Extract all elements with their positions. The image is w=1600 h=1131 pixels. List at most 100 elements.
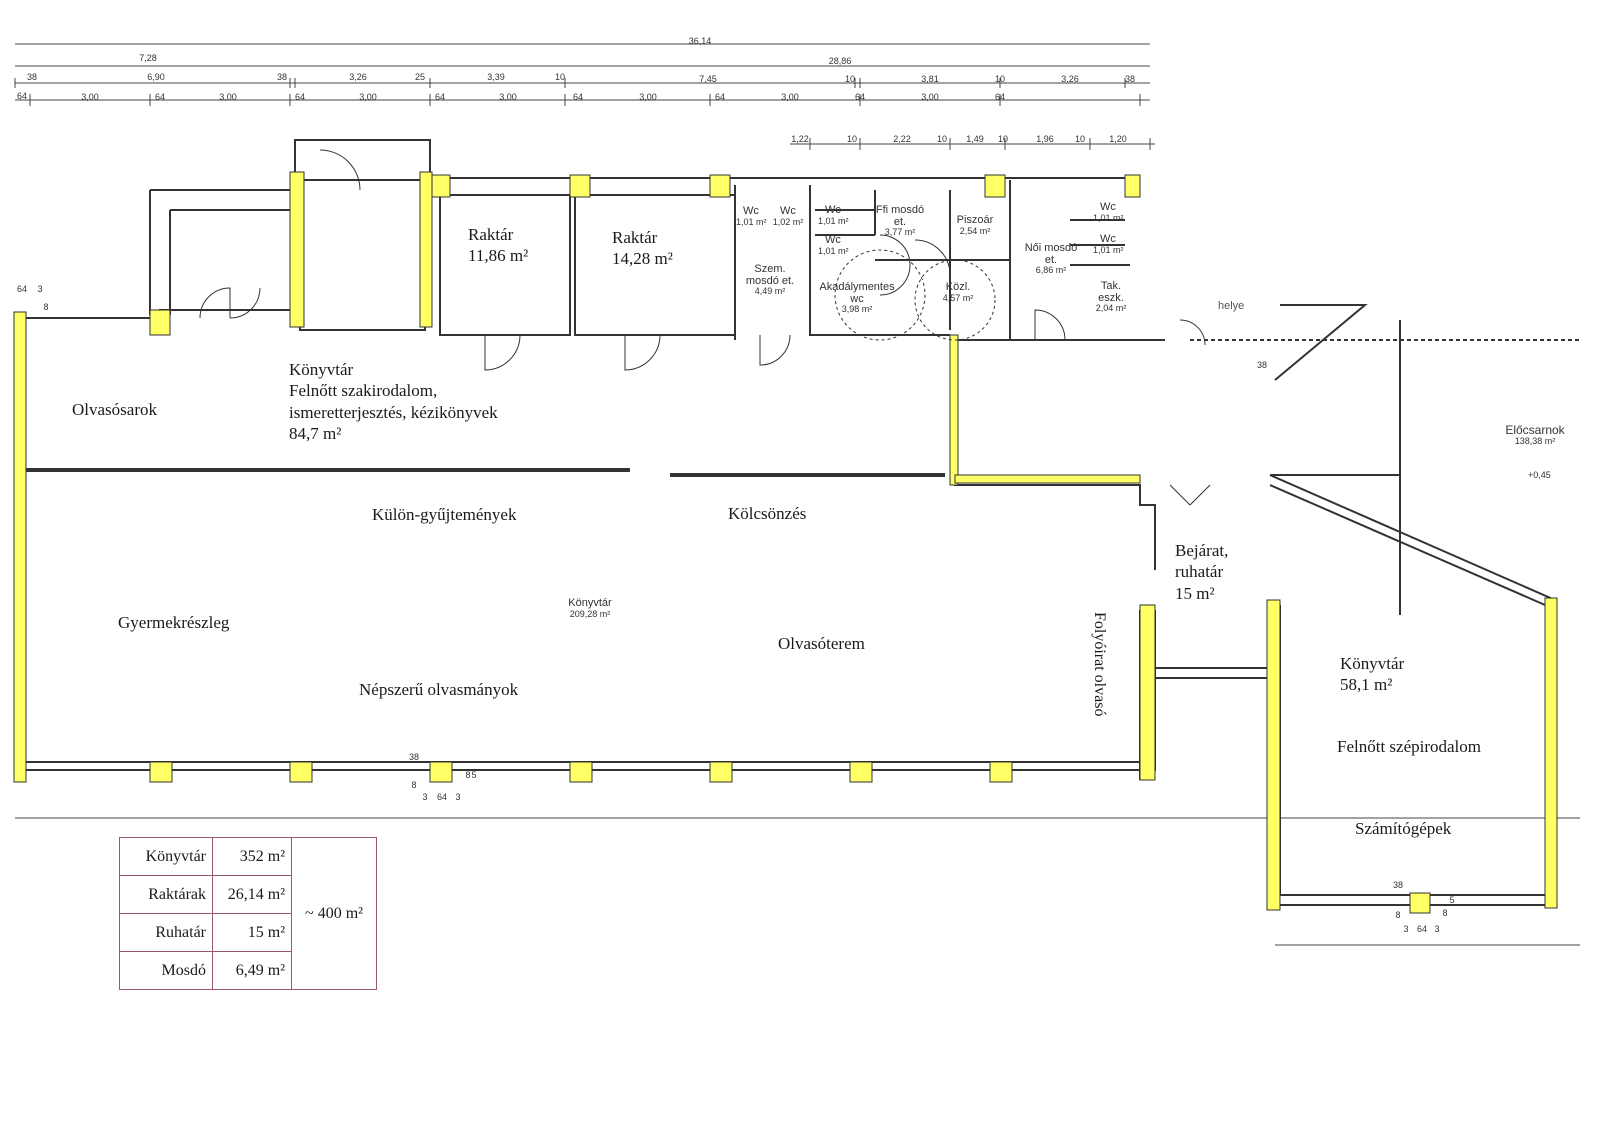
- table-cell-value: 15 m²: [212, 913, 292, 952]
- doors: [199, 149, 1211, 506]
- dim-label: 10: [844, 74, 856, 84]
- label-helye: helye: [1218, 300, 1245, 312]
- dim-label: 64: [994, 92, 1006, 102]
- label-gyermekreszleg: Gyermekrészleg: [118, 613, 230, 632]
- dim-label: 8: [1442, 908, 1448, 918]
- dim-label: 3: [455, 792, 461, 802]
- dim-label: 8: [411, 780, 417, 790]
- dim-label: 6,90: [147, 72, 165, 82]
- dim-label: 1,22: [791, 134, 809, 144]
- table-row: Mosdó 6,49 m²: [119, 951, 377, 990]
- room-konyvtar-right: Könyvtár 58,1 m²: [1340, 654, 1405, 695]
- dim-label: 3,26: [1061, 74, 1079, 84]
- dim-label: 64: [1416, 924, 1428, 934]
- dim-label: 7,45: [699, 74, 717, 84]
- dim-label: 3,00: [219, 92, 237, 102]
- dim-label: 3,00: [639, 92, 657, 102]
- dim-label: 64: [572, 92, 584, 102]
- dim-label: 8: [465, 770, 471, 780]
- dim-label: 3,00: [499, 92, 517, 102]
- dim-label: 38: [408, 752, 420, 762]
- table-row: Könyvtár 352 m² ~ 400 m²: [119, 837, 377, 990]
- table-cell-name: Mosdó: [119, 951, 213, 990]
- dim-label: 64: [434, 92, 446, 102]
- dim-label: 38: [26, 72, 38, 82]
- dim-label: 10: [1074, 134, 1086, 144]
- dim-label: 64: [714, 92, 726, 102]
- dim-label: 64: [16, 284, 28, 294]
- dim-label: 7,28: [139, 53, 157, 63]
- columns: [13, 171, 1558, 914]
- dim-label: 1,49: [966, 134, 984, 144]
- table-cell-name: Raktárak: [119, 875, 213, 914]
- table-cell-name: Könyvtár: [119, 837, 213, 876]
- room-bejarat-ruhatar: Bejárat, ruhatár 15 m²: [1175, 541, 1229, 603]
- dim-label: 10: [994, 74, 1006, 84]
- room-konyvtar-felnott-szakirodalom: Könyvtár Felnőtt szakirodalom, ismerette…: [289, 360, 498, 443]
- dim-label: 3,00: [81, 92, 99, 102]
- dim-label: 64: [294, 92, 306, 102]
- label-folyoirat-olvaso: Folyóirat olvasó: [1091, 612, 1108, 717]
- dim-label: 8: [1395, 910, 1401, 920]
- room-raktar-1: Raktár 11,86 m²: [468, 225, 529, 266]
- dim-label: 3,81: [921, 74, 939, 84]
- table-cell-total: ~ 400 m²: [291, 837, 377, 990]
- dim-label: 3: [1403, 924, 1409, 934]
- dim-label: 5: [1449, 895, 1455, 905]
- table-cell-value: 6,49 m²: [212, 951, 292, 990]
- dim-label: 3,00: [781, 92, 799, 102]
- dim-label: 2,22: [893, 134, 911, 144]
- dim-label: 28,86: [828, 56, 852, 66]
- label-felnott-szepirodalom: Felnőtt szépirodalom: [1337, 737, 1482, 756]
- dim-label: 3,00: [921, 92, 939, 102]
- dim-label: 3: [37, 284, 43, 294]
- room-szem-mosdo: Szem. mosdó et. 4,49 m²: [745, 263, 795, 297]
- room-raktar-2: Raktár 14,28 m²: [612, 228, 673, 269]
- dim-label: 10: [846, 134, 858, 144]
- label-nepszeru-olvasmanyok: Népszerű olvasmányok: [359, 680, 519, 699]
- dim-label: 1,96: [1036, 134, 1054, 144]
- label-szamitogepek: Számítógépek: [1355, 819, 1452, 838]
- dim-label: 64: [436, 792, 448, 802]
- dim-label: 64: [16, 91, 28, 101]
- room-konyvtar-main: Könyvtár 209,28 m²: [568, 597, 612, 619]
- dim-label: 3: [422, 792, 428, 802]
- dim-label: 3,39: [487, 72, 505, 82]
- room-ffi-mosdo: Ffi mosdó et. 3,77 m²: [875, 204, 925, 238]
- dim-label: 5: [471, 770, 477, 780]
- dim-label: 38: [1256, 360, 1268, 370]
- dim-label: 38: [1124, 74, 1136, 84]
- room-noi-mosdo: Női mosdó et. 6,86 m²: [1024, 242, 1078, 276]
- label-kolcsonzes: Kölcsönzés: [728, 504, 807, 523]
- table-cell-value: 26,14 m²: [212, 875, 292, 914]
- area-summary-table: Könyvtár 352 m² ~ 400 m² Raktárak 26,14 …: [119, 837, 377, 990]
- dim-total: 36,14: [688, 36, 712, 46]
- dim-label: 38: [276, 72, 288, 82]
- label-olvasoterem: Olvasóterem: [778, 634, 865, 653]
- dim-label: 64: [154, 92, 166, 102]
- dimension-lines: [14, 43, 1580, 946]
- label-olvasosarok: Olvasósarok: [72, 400, 157, 419]
- dim-label: 10: [554, 72, 566, 82]
- dim-label: 38: [1392, 880, 1404, 890]
- dim-label: 3,26: [349, 72, 367, 82]
- room-tak-eszk: Tak. eszk. 2,04 m²: [1095, 280, 1127, 314]
- room-kozl: Közl.4,57 m²: [942, 281, 974, 303]
- table-cell-value: 352 m²: [212, 837, 292, 876]
- dim-label: 64: [854, 92, 866, 102]
- dim-label: 10: [997, 134, 1009, 144]
- level-marker: +0,45: [1528, 470, 1551, 480]
- dim-label: 3,00: [359, 92, 377, 102]
- room-eloscsarnok: Előcsarnok 138,38 m²: [1505, 423, 1565, 446]
- dim-label: 25: [414, 72, 426, 82]
- dim-label: 8: [43, 302, 49, 312]
- label-kulon-gyujtemenyek: Külön-gyűjtemények: [372, 505, 517, 524]
